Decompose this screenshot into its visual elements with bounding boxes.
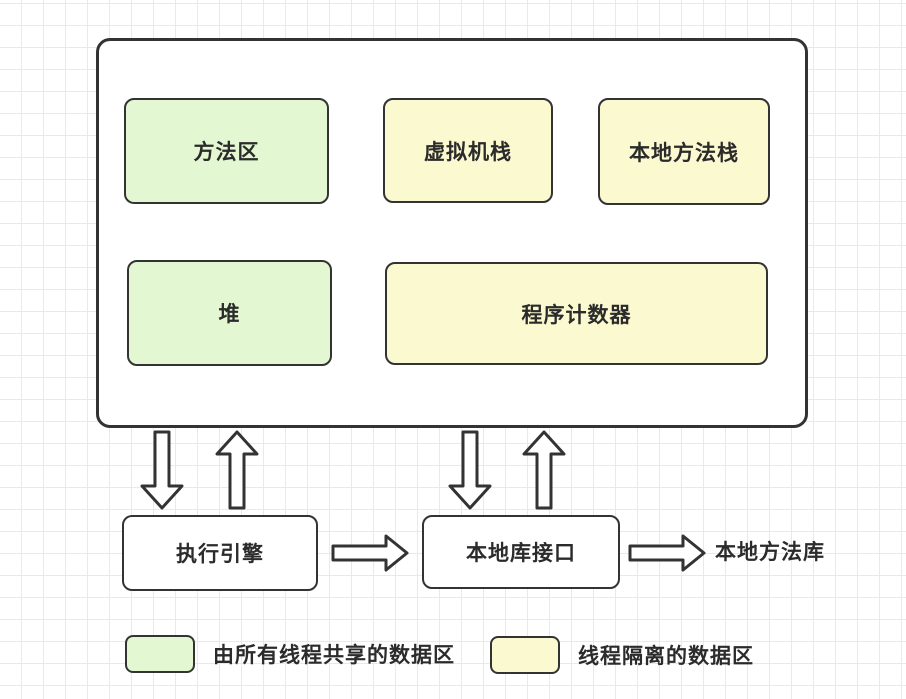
- legend-isolated-swatch: [490, 636, 560, 674]
- legend-isolated: 线程隔离的数据区: [490, 636, 754, 674]
- box-heap-label: 堆: [218, 303, 241, 326]
- native-library-label: 本地方法库: [715, 541, 825, 564]
- arrow-up-icon: [215, 430, 259, 510]
- box-heap: 堆: [127, 260, 332, 366]
- box-native-method-stack: 本地方法栈: [598, 98, 770, 205]
- legend-shared: 由所有线程共享的数据区: [125, 635, 455, 673]
- box-method-area: 方法区: [124, 98, 329, 204]
- arrow-up-icon: [522, 430, 566, 510]
- arrow-right-icon: [628, 534, 706, 572]
- box-native-method-stack-label: 本地方法栈: [629, 141, 739, 165]
- box-native-interface: 本地库接口: [422, 515, 620, 589]
- box-program-counter-label: 程序计数器: [521, 303, 632, 327]
- legend-shared-swatch: [125, 635, 195, 673]
- arrow-down-icon: [140, 430, 184, 510]
- legend-shared-label: 由所有线程共享的数据区: [213, 644, 455, 667]
- box-vm-stack: 虚拟机栈: [383, 98, 553, 203]
- runtime-data-area-container: [96, 38, 808, 428]
- arrow-right-icon: [331, 534, 409, 572]
- arrow-down-icon: [448, 430, 492, 510]
- box-vm-stack-label: 虚拟机栈: [424, 140, 512, 164]
- legend-isolated-label: 线程隔离的数据区: [578, 645, 754, 668]
- box-method-area-label: 方法区: [193, 141, 260, 164]
- box-native-interface-label: 本地库接口: [466, 542, 576, 565]
- box-execution-engine-label: 执行引擎: [176, 543, 264, 566]
- box-program-counter: 程序计数器: [385, 262, 768, 365]
- box-execution-engine: 执行引擎: [122, 515, 318, 591]
